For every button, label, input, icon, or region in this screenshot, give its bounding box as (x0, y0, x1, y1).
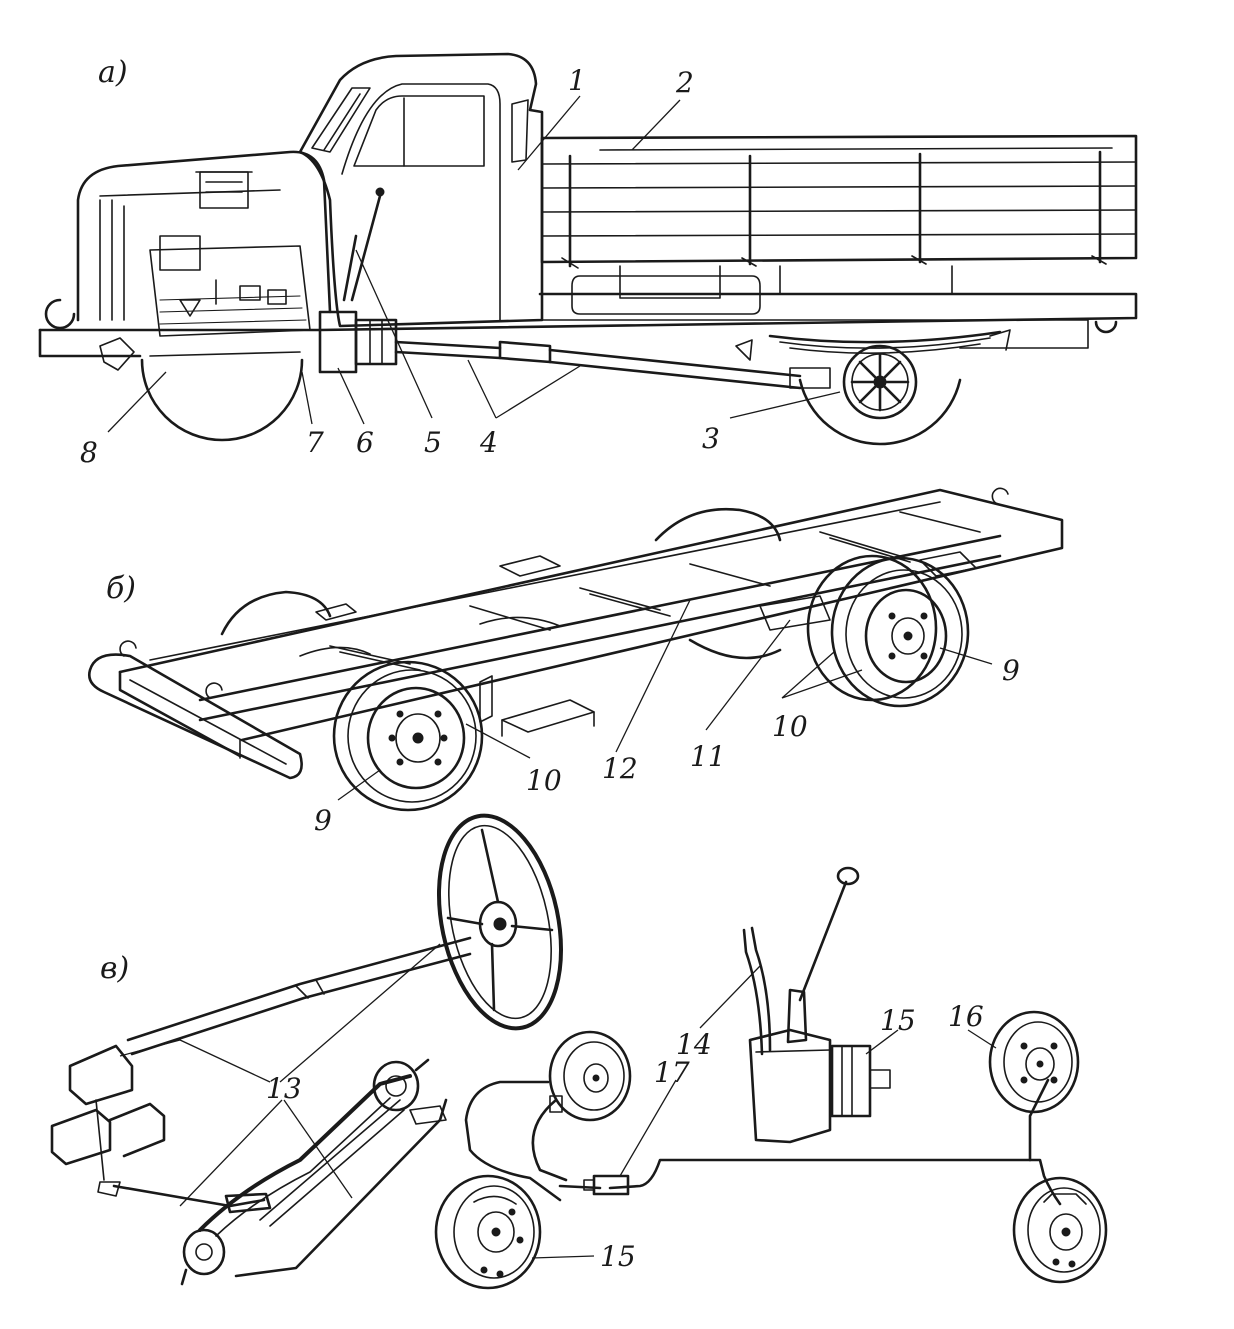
section-b-leaders (337, 599, 993, 801)
near-rear-dual-wheel (806, 554, 970, 708)
callout-10-right: 10 (772, 710, 808, 743)
front-wheel (140, 358, 304, 442)
callout-16: 16 (948, 1000, 984, 1033)
section-c-steering-braking: в) (50, 813, 1108, 1290)
callout-2: 2 (675, 66, 694, 99)
brake-drum-top-right (988, 1010, 1080, 1114)
callout-3: 3 (702, 422, 720, 455)
far-front-wheel (220, 590, 332, 636)
callout-9-left: 9 (314, 804, 332, 837)
front-axle-steering-linkage (112, 1058, 448, 1286)
section-c-letter: в) (100, 951, 129, 986)
transmission-parking-brake (742, 866, 891, 1144)
callout-1: 1 (568, 64, 586, 97)
callout-15-bottom: 15 (600, 1240, 636, 1273)
rear-leaf-spring (735, 329, 1011, 361)
callout-6: 6 (356, 426, 374, 459)
brake-master-cylinder (583, 1174, 630, 1196)
callout-7: 7 (306, 426, 324, 459)
section-a-truck-side-view: а) (38, 52, 1138, 469)
callout-4: 4 (479, 426, 498, 459)
callout-10-left: 10 (526, 764, 562, 797)
section-c-leaders (531, 965, 997, 1259)
steering-gear-box (50, 1044, 166, 1197)
callout-17: 17 (654, 1056, 690, 1089)
driveshaft (394, 340, 831, 390)
near-front-wheel (332, 660, 484, 812)
engine (99, 171, 311, 357)
callout-11: 11 (690, 740, 726, 773)
callout-5: 5 (424, 426, 442, 459)
callout-9-right: 9 (1002, 654, 1020, 687)
rear-wheel (798, 344, 962, 446)
callout-12: 12 (602, 752, 638, 785)
callout-14: 14 (676, 1028, 712, 1061)
section-b-letter: б) (106, 571, 136, 606)
section-a-leaders (107, 95, 841, 433)
brake-drum-top-left (548, 1030, 632, 1122)
cab (298, 52, 544, 328)
brake-drum-front-left (434, 1174, 542, 1290)
section-b-chassis-view: б) (88, 487, 1064, 837)
section-a-letter: а) (98, 55, 128, 90)
cargo-body (540, 134, 1138, 315)
steering-column (126, 936, 472, 1056)
callout-13-leaders (119, 943, 441, 1207)
chassis-frame (88, 487, 1064, 780)
frame-rail (38, 292, 1138, 371)
callout-8: 8 (80, 436, 98, 469)
brake-drum-bottom-right (1012, 1176, 1108, 1284)
gearbox (318, 194, 398, 374)
callout-15-top: 15 (880, 1004, 916, 1037)
callout-13: 13 (266, 1072, 302, 1105)
engine-hood (76, 150, 332, 322)
steering-wheel (436, 813, 564, 1031)
